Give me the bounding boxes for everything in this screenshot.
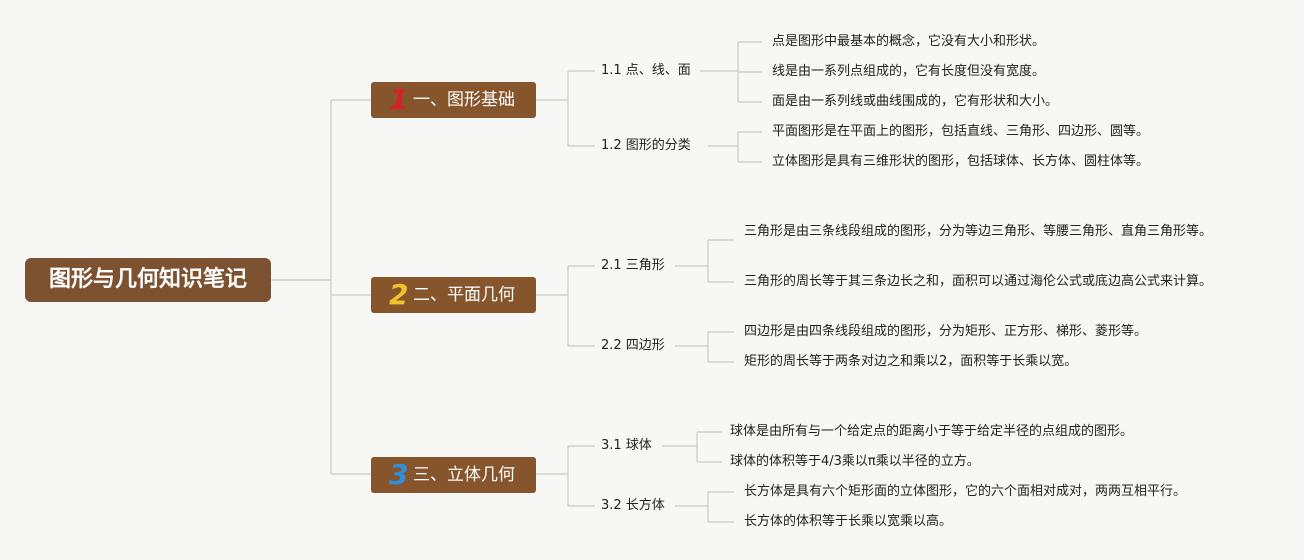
number-badge-2: 2 [389, 278, 409, 311]
leaf-2-2-1[interactable]: 四边形是由四条线段组成的图形，分为矩形、正方形、梯形、菱形等。 [744, 324, 1148, 339]
leaf-2-1-1[interactable]: 三角形是由三条线段组成的图形，分为等边三角形、等腰三角形、直角三角形等。 [744, 224, 1213, 239]
subtopic-1-1[interactable]: 1.1 点、线、面 [601, 63, 691, 78]
number-badge-1: 1 [389, 83, 409, 116]
leaf-2-2-2[interactable]: 矩形的周长等于两条对边之和乘以2，面积等于长乘以宽。 [744, 354, 1078, 369]
leaf-3-2-2[interactable]: 长方体的体积等于长乘以宽乘以高。 [744, 514, 953, 529]
leaf-2-1-2[interactable]: 三角形的周长等于其三条边长之和，面积可以通过海伦公式或底边高公式来计算。 [744, 274, 1213, 289]
leaf-1-2-2[interactable]: 立体图形是具有三维形状的图形，包括球体、长方体、圆柱体等。 [772, 154, 1150, 169]
number-badge-3: 3 [389, 458, 409, 491]
leaf-1-1-2[interactable]: 线是由一系列点组成的，它有长度但没有宽度。 [772, 64, 1046, 79]
leaf-1-2-1[interactable]: 平面图形是在平面上的图形，包括直线、三角形、四边形、圆等。 [772, 124, 1150, 139]
branch-label-1: 一、图形基础 [413, 90, 515, 110]
subtopic-1-2[interactable]: 1.2 图形的分类 [601, 138, 691, 153]
subtopic-2-2[interactable]: 2.2 四边形 [601, 338, 665, 353]
leaf-1-1-1[interactable]: 点是图形中最基本的概念，它没有大小和形状。 [772, 34, 1046, 49]
subtopic-3-1[interactable]: 3.1 球体 [601, 438, 652, 453]
subtopic-2-1[interactable]: 2.1 三角形 [601, 258, 665, 273]
branch-label-3: 三、立体几何 [413, 465, 515, 485]
leaf-1-1-3[interactable]: 面是由一系列线或曲线围成的，它有形状和大小。 [772, 94, 1059, 109]
leaf-3-1-2[interactable]: 球体的体积等于4/3乘以π乘以半径的立方。 [730, 454, 980, 469]
leaf-3-1-1[interactable]: 球体是由所有与一个给定点的距离小于等于给定半径的点组成的图形。 [730, 424, 1134, 439]
root-node[interactable]: 图形与几何知识笔记 [25, 258, 271, 302]
branch-label-2: 二、平面几何 [413, 285, 515, 305]
subtopic-3-2[interactable]: 3.2 长方体 [601, 498, 665, 513]
leaf-3-2-1[interactable]: 长方体是具有六个矩形面的立体图形，它的六个面相对成对，两两互相平行。 [744, 484, 1187, 499]
